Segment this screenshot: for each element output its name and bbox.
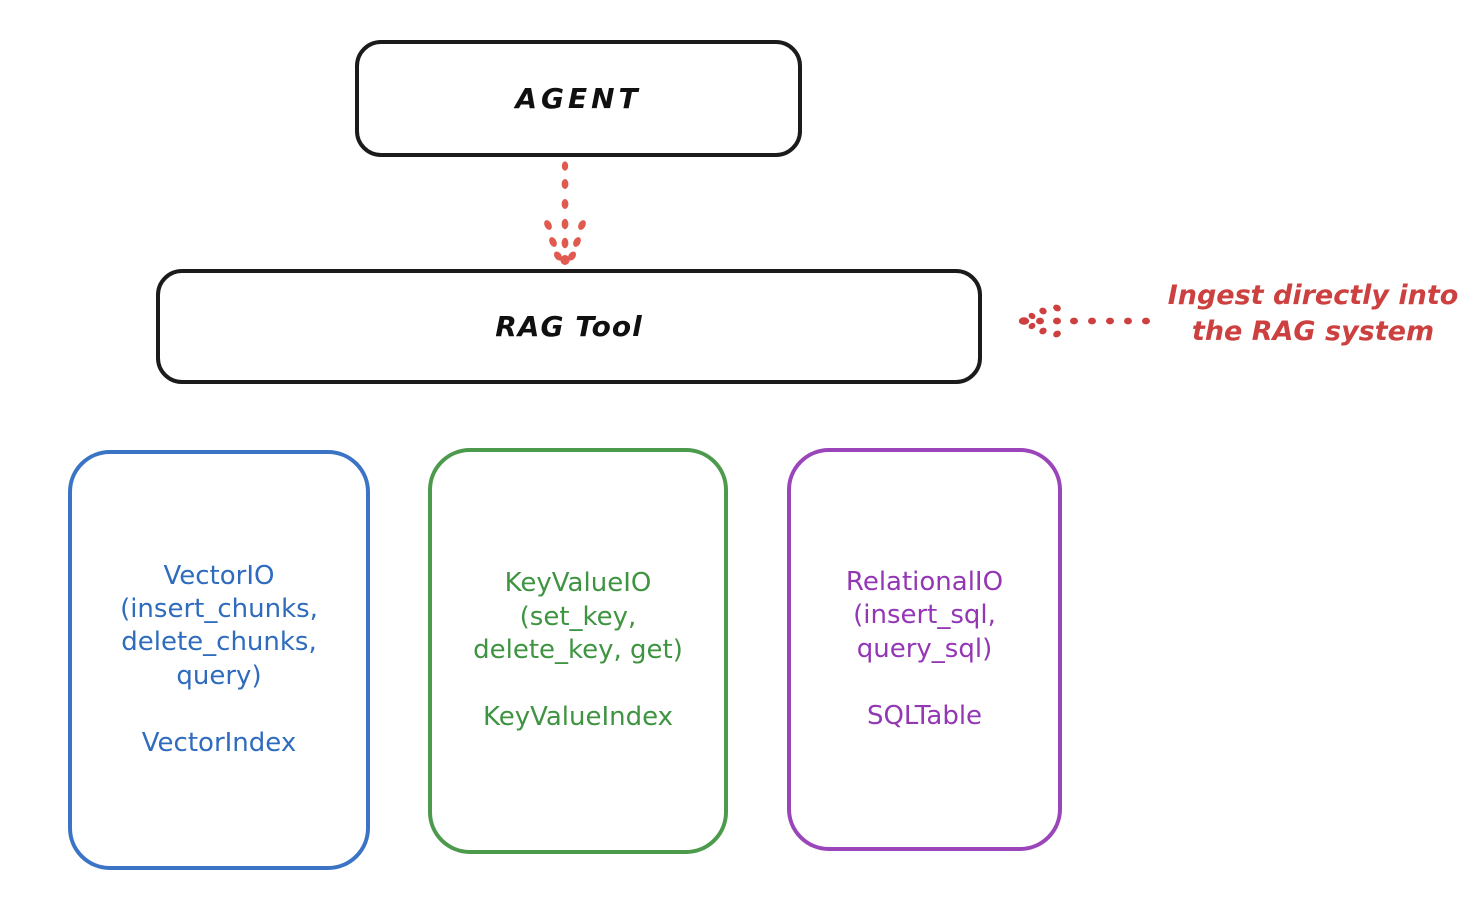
vector-io-node[interactable]: VectorIO (insert_chunks, delete_chunks, …	[68, 450, 370, 870]
ingest-annotation-label: Ingest directly into the RAG system	[1167, 280, 1459, 347]
vector-io-index-label: VectorIndex	[141, 727, 297, 758]
agent-to-rag-tool-dotted-arrow-icon	[544, 161, 586, 265]
vector-io-api-label: VectorIO (insert_chunks, delete_chunks, …	[120, 560, 318, 691]
ingest-dotted-arrow-icon	[1018, 304, 1150, 338]
key-value-io-node[interactable]: KeyValueIO (set_key, delete_key, get) Ke…	[428, 448, 728, 854]
agent-node-label: AGENT	[515, 82, 642, 115]
rag-tool-node[interactable]: RAG Tool	[156, 269, 982, 384]
relational-io-api-label: RelationalIO (insert_sql, query_sql)	[845, 566, 1004, 664]
agent-node[interactable]: AGENT	[355, 40, 802, 157]
rag-tool-node-label: RAG Tool	[495, 310, 643, 343]
relational-io-index-label: SQLTable	[866, 700, 983, 731]
key-value-io-index-label: KeyValueIndex	[482, 702, 674, 733]
relational-io-node[interactable]: RelationalIO (insert_sql, query_sql) SQL…	[787, 448, 1062, 851]
key-value-io-api-label: KeyValueIO (set_key, delete_key, get)	[473, 568, 683, 665]
